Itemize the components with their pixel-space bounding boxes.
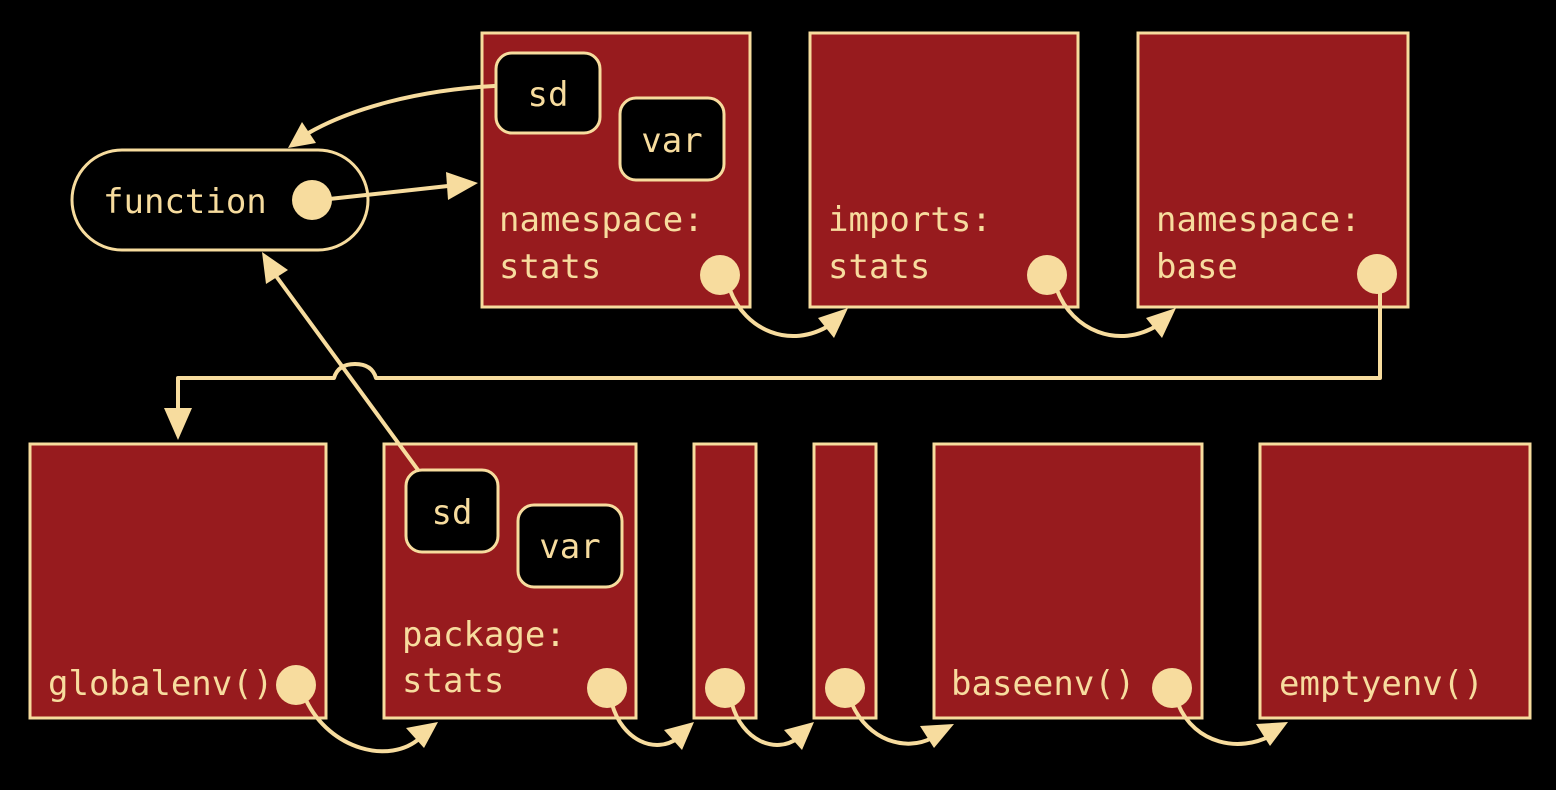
arrow-sd-top-to-function	[288, 84, 496, 148]
env-namespace-base-label-1: namespace:	[1156, 200, 1361, 240]
env-globalenv-label: globalenv()	[48, 664, 273, 704]
arrow-sd-bottom-to-function	[262, 252, 420, 472]
env-package-stats: sd var package: stats	[382, 442, 638, 720]
env-namespace-stats-label-2: stats	[499, 247, 601, 287]
function-label: function	[103, 182, 267, 222]
binding-sd-top	[494, 51, 602, 135]
env-imports-stats-label-1: imports:	[828, 200, 992, 240]
function-env-dot	[292, 180, 332, 220]
binding-var-top-label: var	[641, 121, 702, 161]
parent-pointer-dot	[276, 665, 316, 705]
env-package-stats-label-2: stats	[402, 661, 504, 701]
env-baseenv-label: baseenv()	[951, 664, 1135, 704]
parent-pointer-dot	[1027, 255, 1067, 295]
arrow-globalenv-to-pkg-stats	[304, 698, 438, 754]
arrow-narrow-2-to-baseenv	[850, 702, 954, 748]
binding-sd-bottom	[404, 468, 500, 554]
arrow-imports-to-ns-base	[1055, 288, 1176, 338]
env-namespace-base: namespace: base	[1136, 31, 1410, 309]
binding-var-bottom	[516, 503, 624, 589]
env-package-narrow-2	[812, 442, 878, 720]
env-emptyenv-label: emptyenv()	[1279, 664, 1484, 704]
env-package-stats-label-1: package:	[402, 615, 566, 655]
arrow-ns-stats-to-imports	[728, 288, 848, 338]
env-globalenv: globalenv()	[28, 442, 328, 720]
parent-pointer-dot	[587, 668, 627, 708]
function-object: function	[70, 148, 370, 252]
arrow-pkg-stats-to-narrow-1	[610, 702, 694, 750]
parent-pointer-dot	[700, 255, 740, 295]
arrow-function-to-namespace-stats	[318, 172, 478, 202]
env-namespace-base-label-2: base	[1156, 247, 1238, 287]
env-baseenv: baseenv()	[932, 442, 1204, 720]
parent-pointer-dot	[1152, 668, 1192, 708]
env-imports-stats: imports: stats	[808, 31, 1080, 309]
env-namespace-stats-label-1: namespace:	[499, 200, 704, 240]
env-package-narrow-1	[692, 442, 758, 720]
binding-sd-bottom-label: sd	[432, 493, 473, 533]
parent-pointer-dot	[825, 668, 865, 708]
parent-pointer-dot	[1357, 254, 1397, 294]
env-namespace-stats: sd var namespace: stats	[480, 31, 752, 309]
env-emptyenv: emptyenv()	[1258, 442, 1532, 720]
binding-var-bottom-label: var	[539, 527, 600, 567]
binding-sd-top-label: sd	[528, 75, 569, 115]
parent-pointer-dot	[705, 668, 745, 708]
arrow-baseenv-to-emptyenv	[1176, 702, 1288, 746]
arrow-narrow-1-to-narrow-2	[730, 702, 814, 750]
arrow-ns-base-to-globalenv	[164, 272, 1382, 440]
binding-var-top	[618, 96, 726, 182]
env-imports-stats-label-2: stats	[828, 247, 930, 287]
